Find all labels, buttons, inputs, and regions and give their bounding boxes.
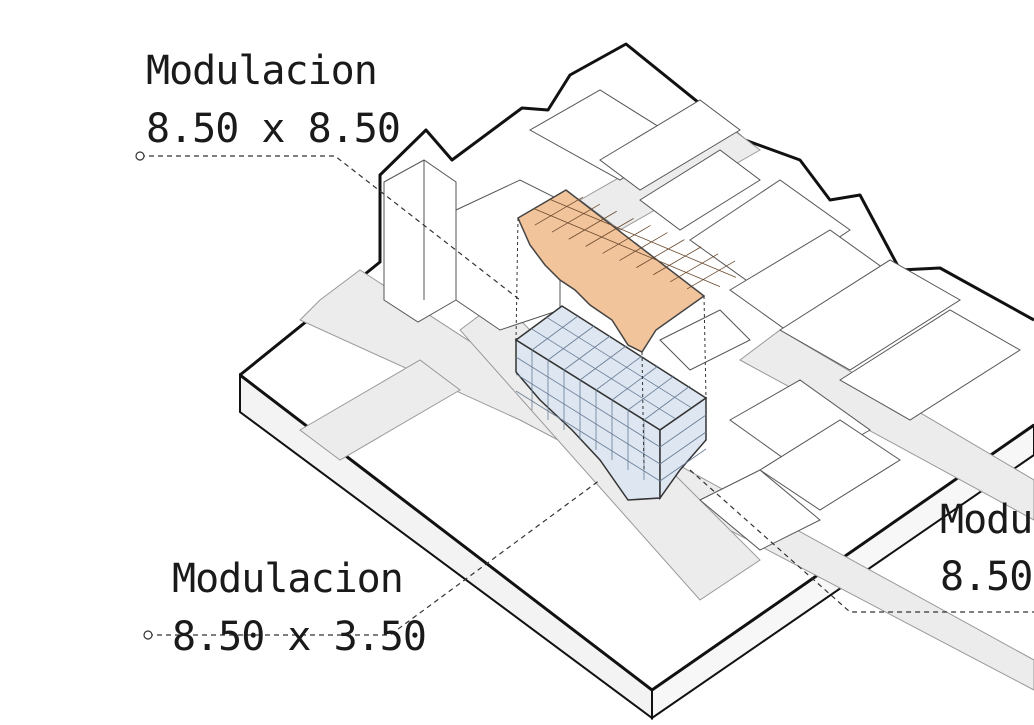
volume-module-cells <box>515 315 707 482</box>
context-buildings <box>383 89 1021 551</box>
leader-top-left <box>140 155 521 301</box>
label-right-dimension: 8.50 x <box>940 554 1034 600</box>
leader-top-left-dot <box>135 151 145 161</box>
block-top-2 <box>599 99 741 191</box>
leader-lines <box>140 155 1034 636</box>
block-lower-right-2 <box>759 419 901 511</box>
tower-left <box>383 159 457 323</box>
label-bottom-left-title: Modulacion <box>172 556 403 602</box>
street-lower-left <box>299 359 461 461</box>
leader-bottom-left <box>148 479 601 636</box>
leader-bottom-left-dot <box>143 630 153 640</box>
block-right-4 <box>839 309 1021 421</box>
projection-lines <box>515 217 707 471</box>
label-right-title: Modula <box>940 497 1034 543</box>
block-top-3 <box>639 149 761 231</box>
roof-module-grid <box>517 189 737 353</box>
block-lower-right-3 <box>699 469 821 551</box>
site-outline <box>239 42 1034 377</box>
volume-module <box>514 305 708 501</box>
label-bottom-left-dimension: 8.50 x 3.50 <box>172 614 426 660</box>
block-right-3 <box>779 259 961 371</box>
leader-right <box>689 469 1034 613</box>
roof-module-cells <box>533 196 737 290</box>
label-top-left-title: Modulacion <box>146 48 377 94</box>
block-right-1 <box>689 179 851 291</box>
street-right-strip <box>739 329 1034 521</box>
label-top-left-dimension: 8.50 x 8.50 <box>146 106 400 152</box>
